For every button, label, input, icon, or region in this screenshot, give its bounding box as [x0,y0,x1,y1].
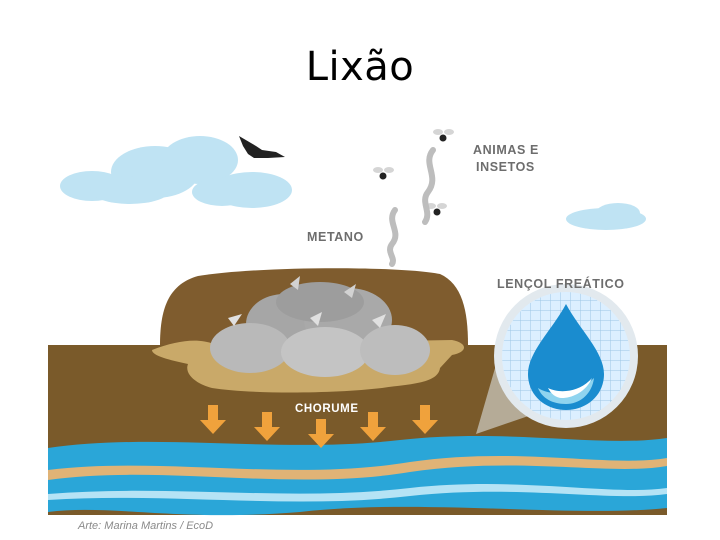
methane-smoke-icon [390,150,433,264]
groundwater-magnifier [494,284,638,428]
label-animals-line1: ANIMAS E [473,143,539,157]
groundwater-band [48,436,667,515]
fly-icon [373,167,394,180]
label-leachate: CHORUME [295,403,359,415]
image-credit: Arte: Marina Martins / EcoD [78,520,213,532]
label-methane: METANO [307,230,364,244]
label-groundwater: LENÇOL FREÁTICO [497,276,625,291]
cloud-icon [566,203,646,230]
label-animals-line2: INSETOS [476,160,535,174]
cloud-icon [60,136,292,208]
bird-icon [239,136,285,158]
fly-icon [433,129,454,142]
